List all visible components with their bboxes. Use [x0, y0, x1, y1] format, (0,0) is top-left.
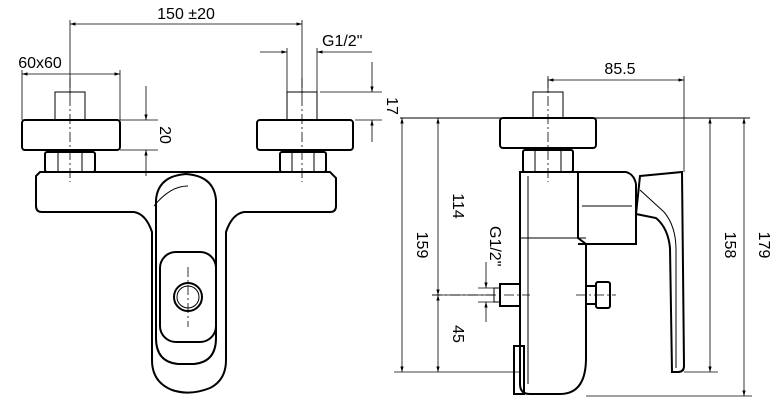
dim-depth: 85.5: [604, 61, 635, 78]
side-view: [400, 78, 750, 395]
dim-flange: 60x60: [18, 55, 62, 72]
dim-spacing: 150 ±20: [157, 6, 215, 23]
lever: [155, 172, 217, 365]
dim-20: 20: [156, 126, 173, 144]
dim-114: 114: [449, 193, 466, 219]
left-connector: [21, 78, 121, 182]
right-connector: [256, 78, 354, 182]
dim-thread-top: G1/2": [322, 33, 362, 50]
front-view: [21, 78, 354, 394]
dim-17: 17: [383, 97, 400, 115]
cartridge-window: [159, 251, 217, 343]
dim-thread-side: G1/2": [486, 226, 503, 266]
dim-158: 158: [721, 232, 738, 259]
dim-159: 159: [413, 232, 430, 259]
side-lever: [634, 170, 686, 373]
mixer-body: [35, 171, 337, 394]
side-body: [519, 171, 587, 395]
dim-45: 45: [449, 325, 466, 343]
dim-179: 179: [755, 232, 772, 259]
front-dimensions: 150 ±20 60x60 G1/2" 17 20: [18, 6, 400, 176]
side-dimensions: 85.5 159 114 45 G1/2" 158 179: [394, 61, 772, 397]
